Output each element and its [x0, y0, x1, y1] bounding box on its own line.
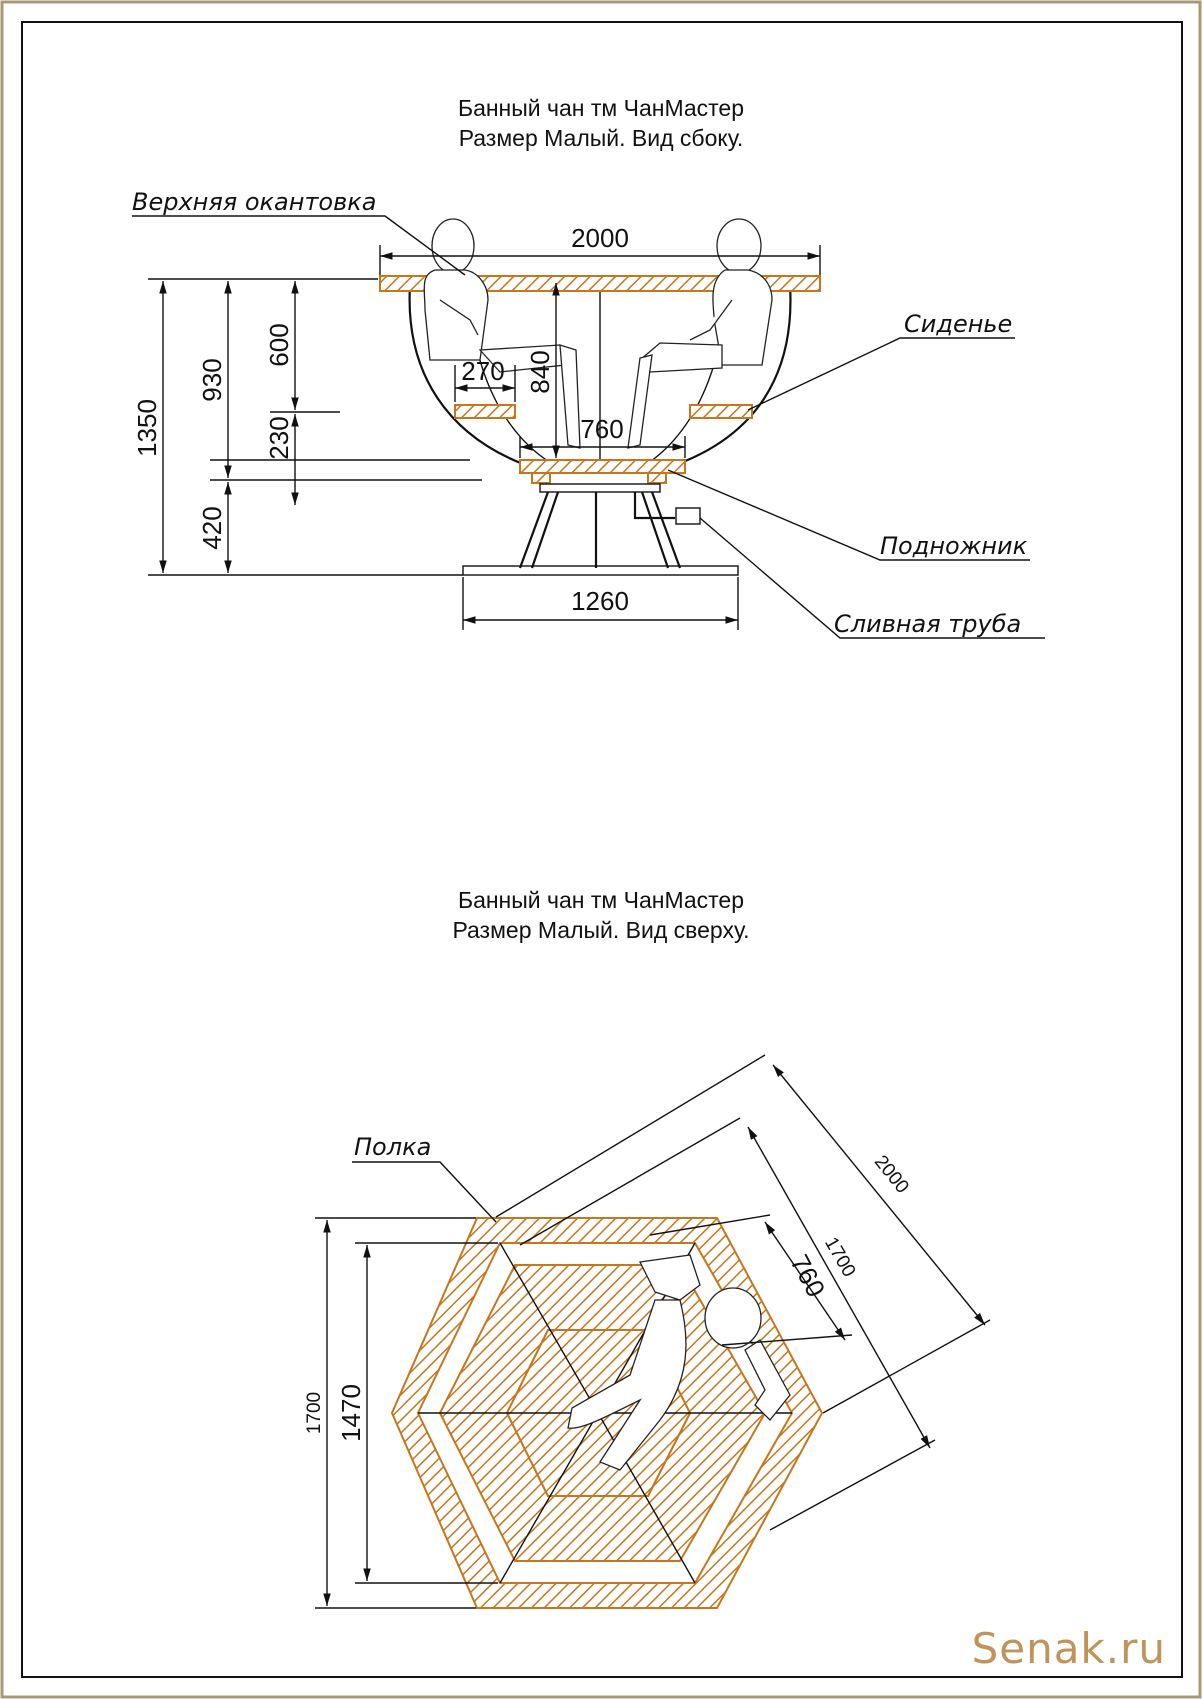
leader-seat — [747, 337, 1015, 411]
dim-diag-2000-ext-b — [822, 1319, 991, 1414]
dim-top-diag-1700: 1700 — [820, 1234, 859, 1281]
callout-top-rim: Верхняя окантовка — [132, 188, 376, 216]
callout-footrest: Подножник — [880, 532, 1028, 560]
footrest-board — [519, 459, 686, 474]
callout-drain-pipe: Сливная труба — [834, 610, 1021, 638]
dim-top-height-1470: 1470 — [336, 1384, 366, 1442]
leader-top-rim — [132, 215, 466, 276]
dim-top-height-1700: 1700 — [304, 1392, 325, 1434]
callout-seat: Сиденье — [904, 310, 1012, 338]
dim-width-top: 2000 — [571, 223, 629, 253]
seam-4 — [499, 1412, 599, 1584]
dim-footrest-width: 760 — [580, 414, 623, 444]
footrest-leg-right — [647, 472, 667, 484]
stand-leg-left — [518, 491, 550, 569]
top-view-title-line1: Банный чан тм ЧанМастер — [457, 887, 745, 913]
dim-seat-width: 270 — [461, 356, 504, 386]
seat-right — [689, 404, 753, 419]
drain-valve — [675, 507, 701, 525]
leader-shelf — [352, 1161, 497, 1223]
dim-diag-1700-ext-b — [769, 1439, 936, 1531]
dim-total-height: 1350 — [132, 399, 162, 457]
stand-leg-right-inner — [640, 491, 670, 569]
stand-leg-right — [650, 491, 682, 569]
leader-footrest — [667, 469, 1030, 561]
footrest-leg-left — [531, 472, 551, 484]
person-right-figure — [627, 218, 773, 449]
vat-stave-right — [639, 284, 726, 469]
stand-top-plate — [539, 483, 661, 493]
side-view-title-line2: Размер Малый. Вид сбоку. — [458, 125, 744, 151]
dim-diag-760-ext-a — [649, 1214, 771, 1236]
side-view: 2000 1260 1350 930 420 600 — [132, 188, 1045, 639]
seam-1 — [499, 1242, 599, 1414]
dim-height-420: 420 — [197, 506, 227, 549]
watermark-logo: Senak.ru — [971, 1624, 1166, 1673]
dim-diag-2000-ext-a — [495, 1054, 766, 1218]
dim-diag-1700-ext-a — [519, 1117, 741, 1246]
top-rim-board — [379, 275, 821, 292]
dim-height-600: 600 — [264, 323, 294, 366]
stand-leg-left-inner — [530, 491, 560, 569]
dim-diag-760-line — [764, 1221, 846, 1341]
seat-left — [454, 404, 516, 419]
dim-height-930: 930 — [197, 358, 227, 401]
dim-width-base: 1260 — [571, 586, 629, 616]
top-view-title-line2: Размер Малый. Вид сверху. — [452, 917, 750, 943]
dim-depth-840: 840 — [525, 350, 555, 393]
dim-height-230: 230 — [264, 416, 294, 459]
inner-frame — [21, 21, 1183, 1678]
side-view-title-line1: Банный чан тм ЧанМастер — [457, 95, 745, 121]
dim-top-diag-760: 760 — [785, 1250, 832, 1302]
callout-shelf: Полка — [354, 1133, 431, 1161]
drain-pipe — [633, 492, 675, 520]
leader-drain-pipe — [699, 517, 1045, 639]
top-view: 2000 1700 760 1700 1470 Полка — [304, 1054, 991, 1609]
stand-base-plate — [462, 565, 739, 576]
